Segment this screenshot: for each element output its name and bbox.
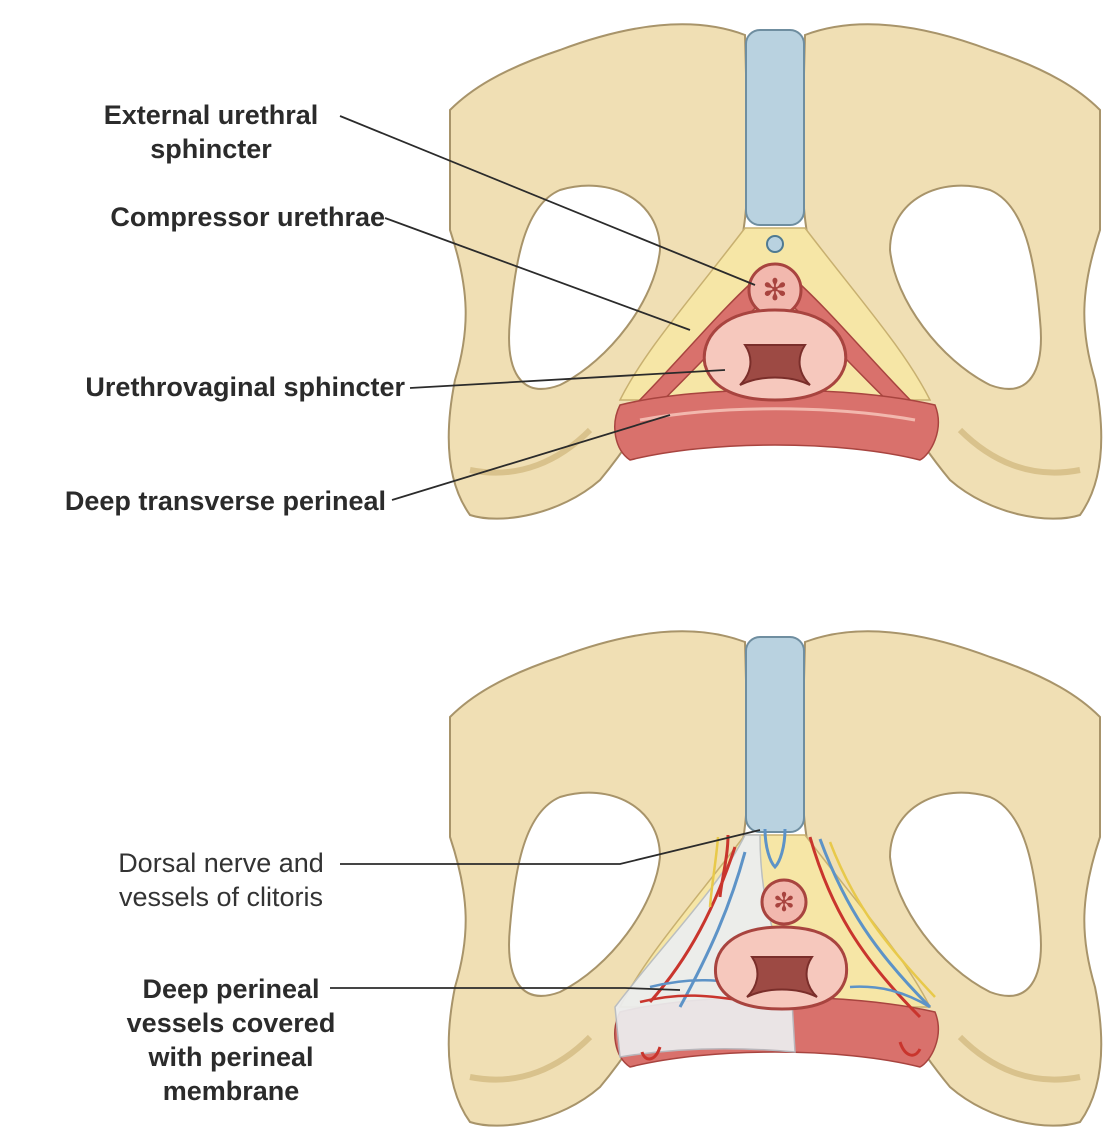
label-external-urethral-sphincter: External urethral sphincter (103, 100, 319, 164)
label-deep-perineal-vessels: Deep perineal vessels covered with perin… (126, 974, 336, 1106)
leader-urethrovaginal (409, 369, 726, 389)
svg-text:✻: ✻ (762, 273, 787, 308)
label-deep-transverse-perineal: Deep transverse perineal (64, 486, 386, 516)
leader-dorsal-nerve (340, 829, 761, 865)
leader-deep-transverse (391, 414, 671, 501)
deep-perineal-artery (648, 846, 737, 1003)
vessel-cross-section (766, 235, 784, 253)
leader-external-urethral (339, 115, 756, 286)
leader-lines (330, 115, 761, 991)
label-dorsal-nerve-and-vessels: Dorsal nerve and vessels of clitoris (118, 848, 324, 912)
top-pelvis-illustration: ✻ (447, 23, 1103, 520)
dorsal-vessels (763, 828, 787, 870)
right-vessels (808, 836, 922, 1019)
svg-text:✻: ✻ (773, 888, 795, 918)
label-compressor-urethrae: Compressor urethrae (110, 202, 385, 232)
bottom-pelvis-illustration: ✻ (447, 630, 1103, 1127)
label-urethrovaginal-sphincter: Urethrovaginal sphincter (85, 372, 405, 402)
leader-deep-perineal (330, 987, 681, 991)
leader-compressor-urethrae (384, 217, 691, 331)
